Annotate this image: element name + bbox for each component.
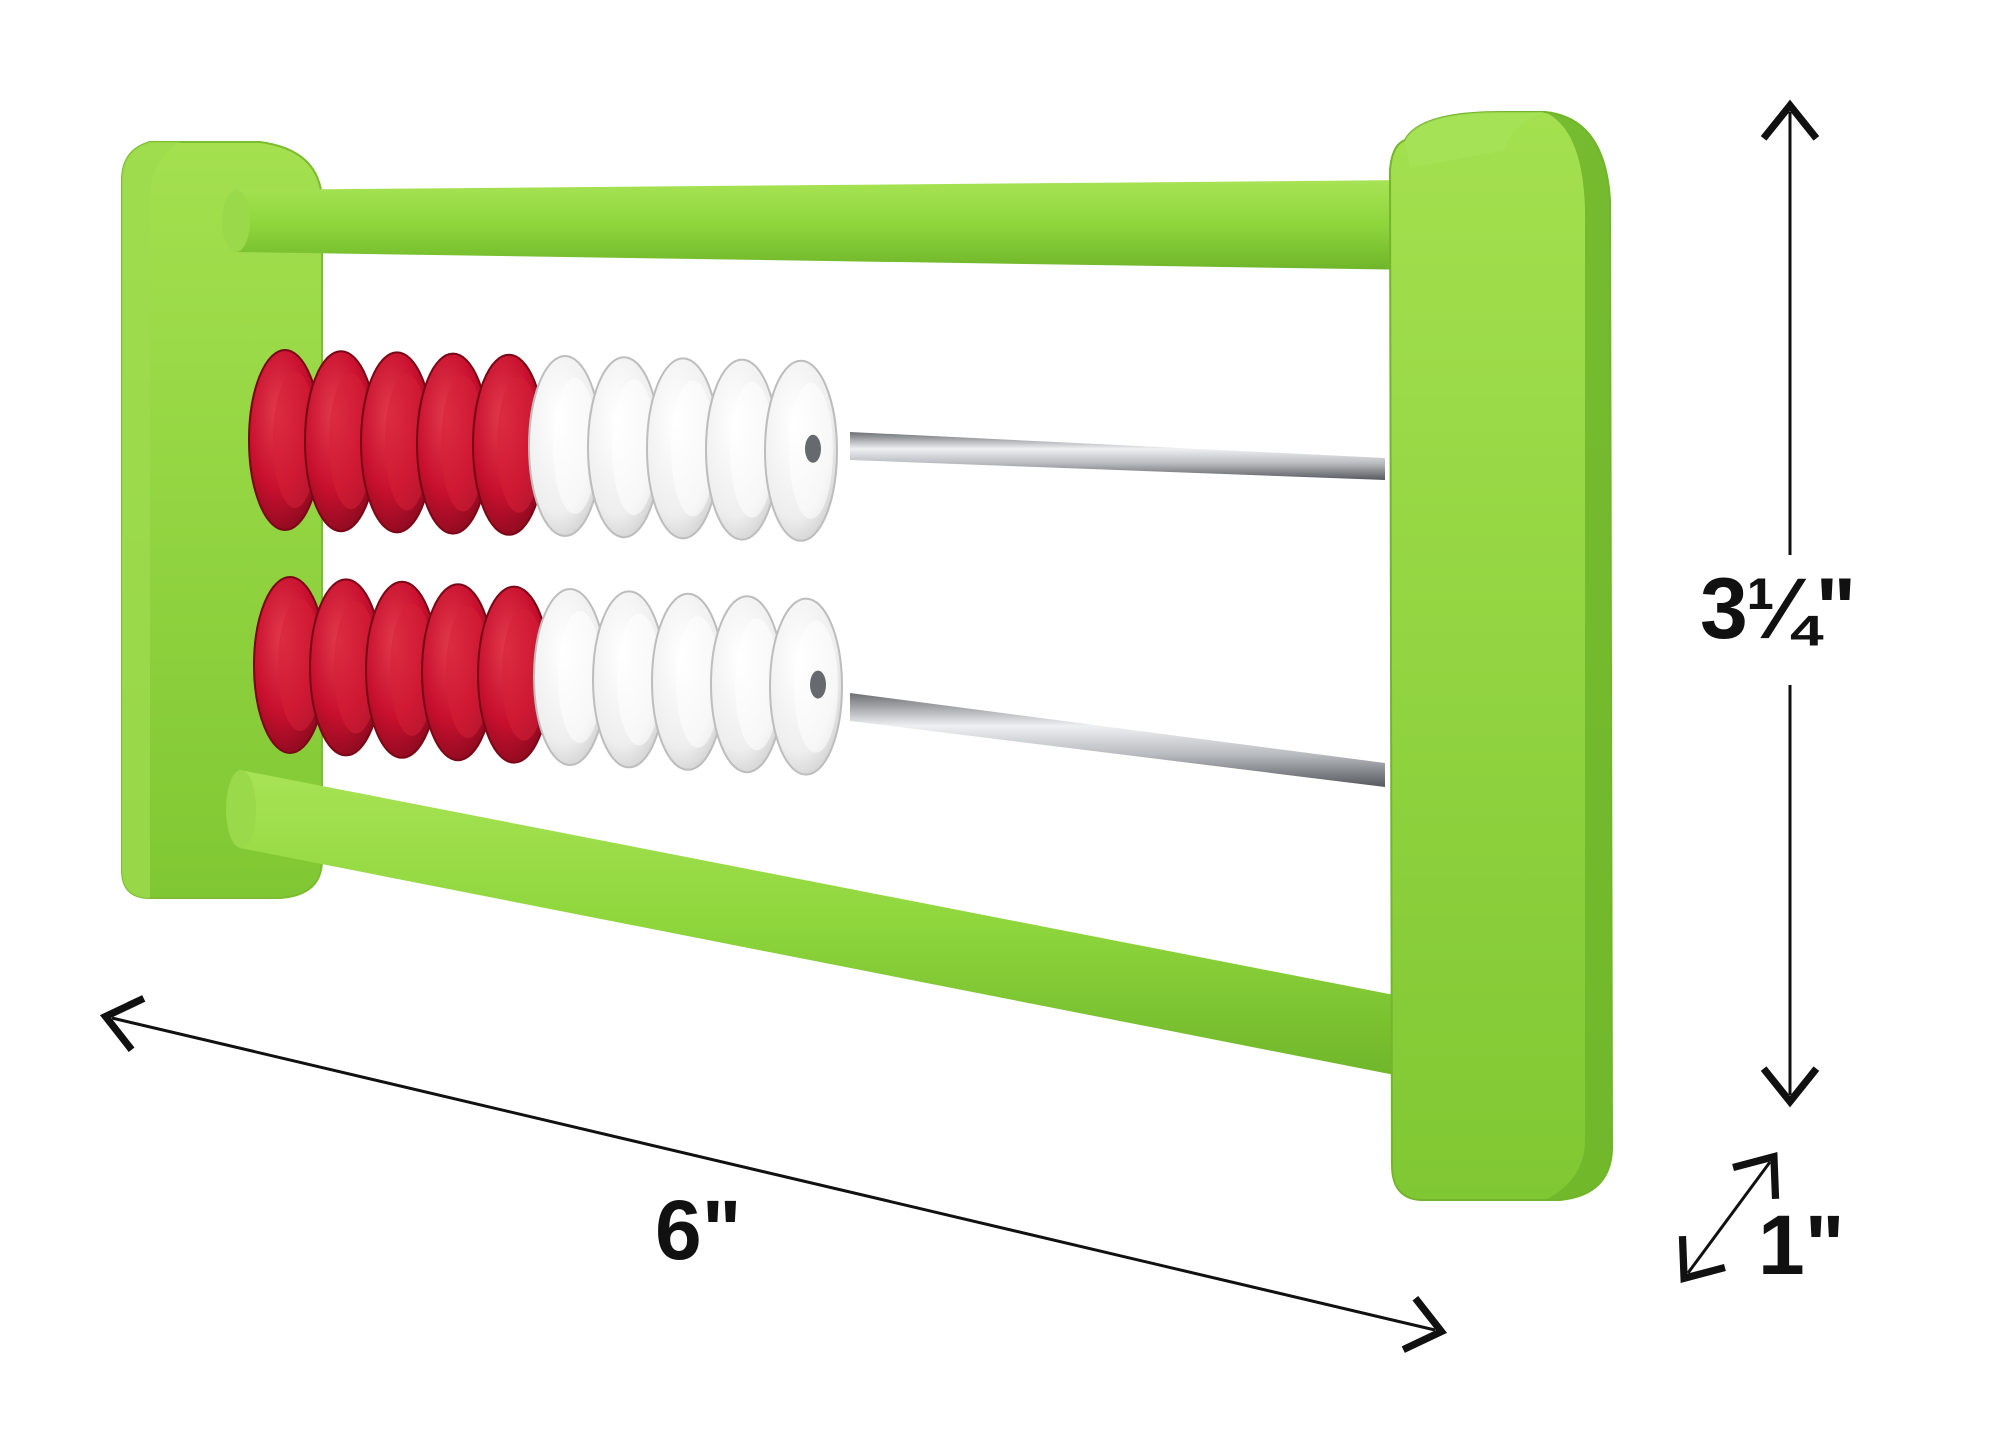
red-bead <box>477 585 551 764</box>
width-dimension-label: 6" <box>655 1183 742 1277</box>
height-dimension-label: 3¼" <box>1700 561 1856 657</box>
white-bead <box>533 588 607 766</box>
red-bead <box>309 578 383 757</box>
white-bead <box>592 590 666 769</box>
bottom-bar <box>226 770 1430 1080</box>
red-bead <box>360 351 434 534</box>
white-bead <box>764 359 838 542</box>
depth-dimension-arrow <box>1678 1152 1780 1283</box>
depth-dimension-label: 1" <box>1758 1198 1845 1292</box>
red-bead <box>416 352 490 535</box>
bead-row-1 <box>248 349 838 542</box>
red-bead <box>421 583 495 762</box>
top-bar <box>222 180 1430 270</box>
red-bead <box>365 580 439 759</box>
white-bead <box>705 358 779 541</box>
bead-row-2 <box>253 576 843 776</box>
white-bead <box>769 597 843 776</box>
white-bead <box>646 357 720 540</box>
white-bead <box>651 592 725 771</box>
rod-1 <box>850 432 1385 480</box>
rod-2 <box>850 693 1385 787</box>
red-bead <box>253 576 327 754</box>
white-bead <box>710 595 784 774</box>
right-end-piece <box>1388 111 1614 1201</box>
red-bead <box>472 353 546 536</box>
width-dimension-arrow <box>99 995 1448 1353</box>
